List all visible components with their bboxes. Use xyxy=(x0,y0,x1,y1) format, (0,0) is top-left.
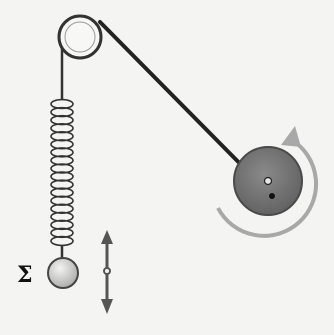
spring-coil xyxy=(50,187,74,198)
motion-arrow-icon xyxy=(101,230,113,314)
rotating-disk xyxy=(233,146,303,216)
spring-coil xyxy=(50,227,74,239)
spring-coil xyxy=(50,211,74,223)
spring-coil xyxy=(50,139,74,150)
spring-coil xyxy=(50,163,74,174)
spring-coil xyxy=(50,155,74,166)
spring-coil xyxy=(50,114,74,126)
spring-coil xyxy=(50,219,74,231)
rotation-arrow-icon xyxy=(216,126,319,238)
spring-coil xyxy=(50,179,74,190)
pulley xyxy=(57,14,103,60)
spring-coil xyxy=(50,171,74,182)
spring-coil xyxy=(50,98,74,110)
spring-coil xyxy=(50,122,74,134)
spring-coil xyxy=(50,131,74,142)
spring-coil xyxy=(50,203,74,214)
body-label: Σ xyxy=(17,262,33,288)
spring-coil xyxy=(50,195,74,206)
spring-coil xyxy=(50,147,74,158)
spring xyxy=(50,98,74,247)
mass-bob xyxy=(47,257,79,289)
spring-coil xyxy=(50,106,74,118)
